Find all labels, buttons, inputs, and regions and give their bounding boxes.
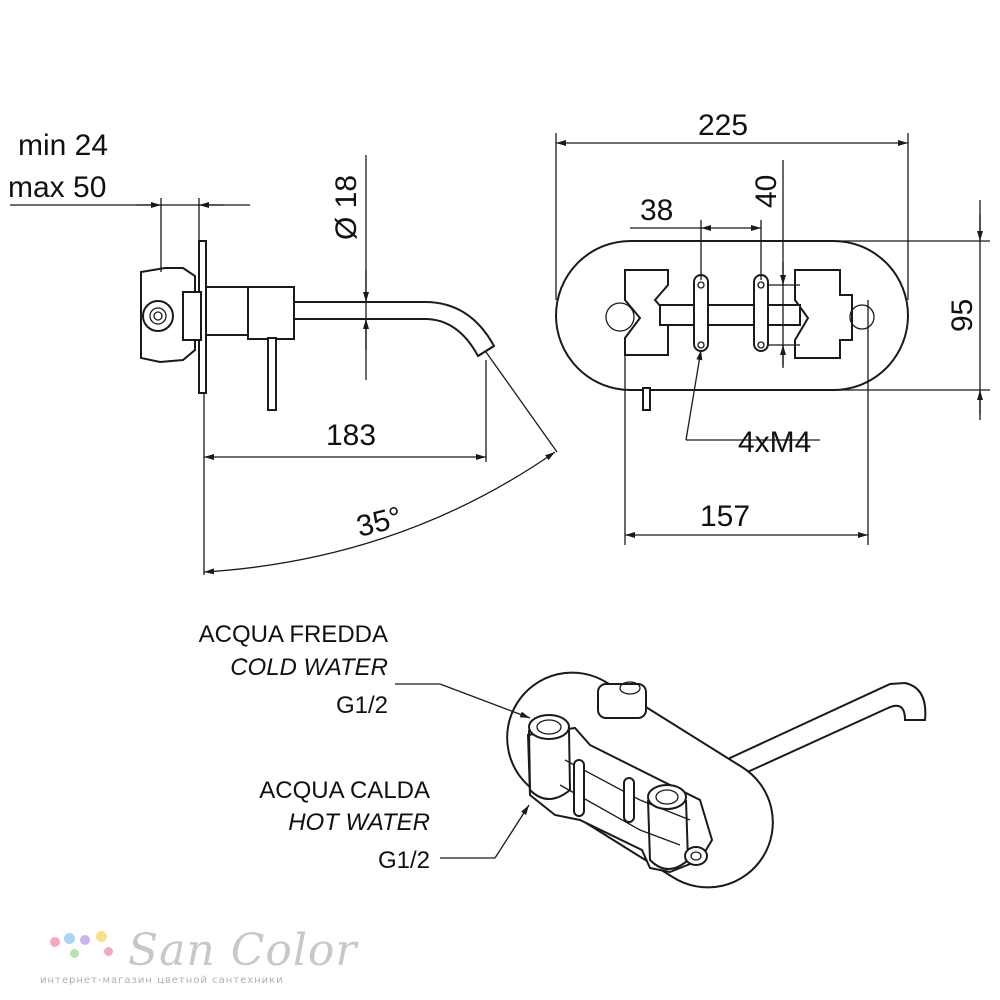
hot-label-en: HOT WATER [288,809,430,836]
hot-water-callout: ACQUA CALDA HOT WATER G1/2 [259,777,530,874]
watermark-logo: San Color интернет-магазин цветной санте… [40,925,370,995]
angle-arc [203,451,556,575]
dim-diameter: Ø 18 [330,175,363,240]
front-valve-right [794,269,853,359]
dim-length: 183 [326,419,376,452]
side-view: min 24 max 50 Ø 18 183 35° [8,129,558,575]
logo-dot-2 [64,933,75,944]
cold-water-callout: ACQUA FREDDA COLD WATER G1/2 [199,621,531,719]
side-mixer-body [247,286,295,340]
dim-min: min 24 [18,129,108,162]
isometric-view [506,671,927,889]
side-spout [293,301,496,358]
hot-label-size: G1/2 [378,847,430,874]
front-lever [642,387,651,411]
mount-slot-right [753,274,769,352]
side-lever [267,337,277,411]
dim-hole-v: 40 [750,175,783,208]
front-valve-left [624,269,669,356]
iso-hot-inlet [647,784,687,810]
dim-hole-h: 38 [640,194,673,227]
logo-dot-4 [96,931,107,942]
cold-label-size: G1/2 [336,692,388,719]
cold-label-en: COLD WATER [230,654,388,681]
mount-slot-left [693,274,709,352]
logo-dot-6 [104,947,113,956]
logo-dot-5 [70,949,79,958]
logo-dot-1 [50,937,60,947]
watermark-name: San Color [128,925,358,976]
dim-plate-width: 157 [700,500,750,533]
side-spout-base [205,286,249,336]
cold-label-it: ACQUA FREDDA [199,621,388,648]
watermark-tagline: интернет-магазин цветной сантехники [40,975,284,986]
dim-max: max 50 [8,171,106,204]
side-valve-port [142,300,174,332]
dim-angle: 35° [353,501,405,544]
iso-cold-inlet [528,714,570,740]
iso-spout [729,681,927,782]
front-view: 225 95 38 [555,109,990,545]
dim-width: 225 [698,109,748,142]
logo-dot-3 [80,935,90,945]
dim-height: 95 [946,299,979,332]
hot-label-it: ACQUA CALDA [259,777,430,804]
dim-screws: 4xM4 [738,426,811,459]
